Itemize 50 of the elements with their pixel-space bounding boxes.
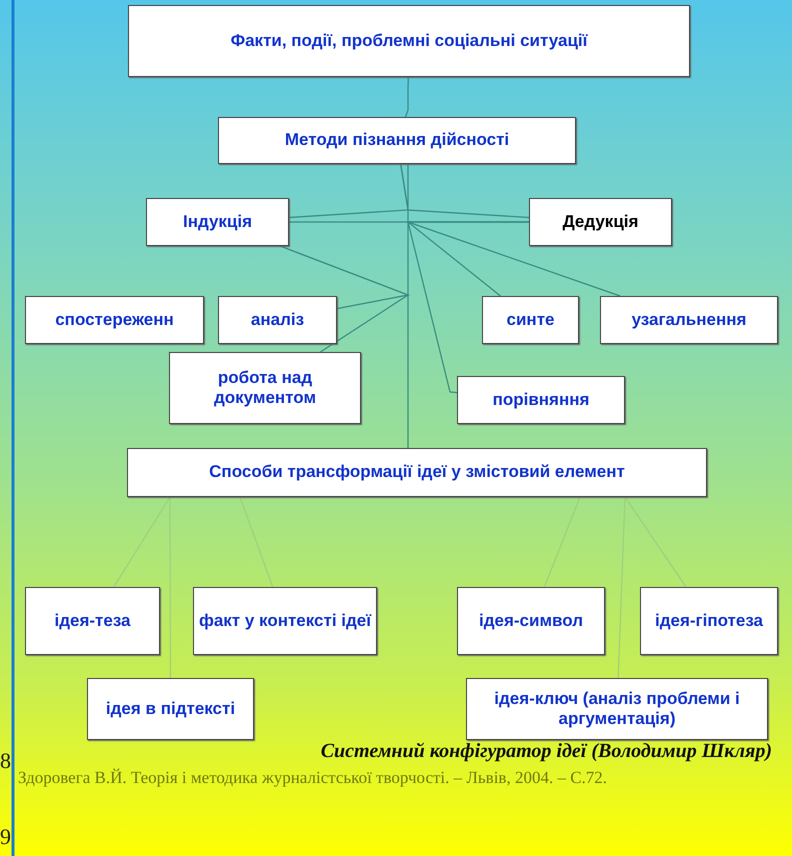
process-box bbox=[127, 448, 707, 497]
process-box bbox=[457, 376, 625, 424]
box-text: факт у контексті ідеї bbox=[198, 610, 372, 632]
box-text: Дедукція bbox=[562, 212, 638, 232]
process-box bbox=[218, 296, 337, 344]
reference-note: Здоровега В.Й. Теорія і методика журналістської творчості. – Львів, 2004. – С.72. bbox=[18, 768, 608, 788]
process-box bbox=[169, 352, 361, 424]
box-text: узагальнення bbox=[632, 310, 746, 330]
line-number: 8 bbox=[0, 748, 11, 774]
process-box bbox=[87, 678, 254, 740]
process-box bbox=[193, 587, 377, 655]
connector-line bbox=[618, 496, 626, 678]
box-text: робота над документом bbox=[212, 368, 318, 408]
process-box bbox=[25, 587, 160, 655]
process-box bbox=[466, 678, 768, 740]
connector-line bbox=[239, 496, 274, 588]
process-box bbox=[482, 296, 579, 344]
box-text: Способи трансформації ідеї у змістовий елемент bbox=[209, 462, 625, 483]
connector-line bbox=[404, 76, 409, 118]
connector-line bbox=[407, 163, 409, 449]
box-text: ідея-ключ (аналіз проблеми і аргументація) bbox=[493, 688, 741, 730]
process-box bbox=[128, 5, 690, 77]
connector-line bbox=[407, 221, 529, 394]
connector-line bbox=[400, 164, 530, 218]
line-number: 9 bbox=[0, 824, 11, 850]
connector-line bbox=[407, 221, 620, 297]
box-text: порівняння bbox=[492, 390, 590, 410]
process-box bbox=[218, 117, 576, 164]
process-box bbox=[600, 296, 778, 344]
box-text: спостереженн bbox=[55, 310, 174, 330]
box-text: ідея-теза bbox=[54, 610, 130, 632]
box-text: Індукція bbox=[182, 212, 252, 232]
process-box bbox=[640, 587, 778, 655]
box-text: ідея-символ bbox=[478, 610, 584, 632]
process-box bbox=[25, 296, 204, 344]
connector-line bbox=[280, 245, 410, 352]
box-text: Методи пізнання дійсності bbox=[284, 130, 510, 151]
box-text: синте bbox=[506, 310, 554, 330]
connector-line bbox=[624, 496, 686, 588]
connector-line bbox=[544, 496, 581, 588]
process-box bbox=[146, 198, 289, 246]
connector-line bbox=[113, 496, 171, 588]
caption: Системний конфігуратор ідеї (Володимир Шкляр) bbox=[320, 740, 772, 763]
box-text: Факти, події, проблемні соціальні ситуації bbox=[230, 30, 588, 52]
box-text: аналіз bbox=[250, 310, 304, 330]
process-box bbox=[529, 198, 672, 246]
box-text: ідея в підтексті bbox=[106, 698, 236, 720]
process-box bbox=[457, 587, 605, 655]
connector-line bbox=[169, 496, 171, 678]
box-text: ідея-гіпотеза bbox=[654, 610, 764, 632]
